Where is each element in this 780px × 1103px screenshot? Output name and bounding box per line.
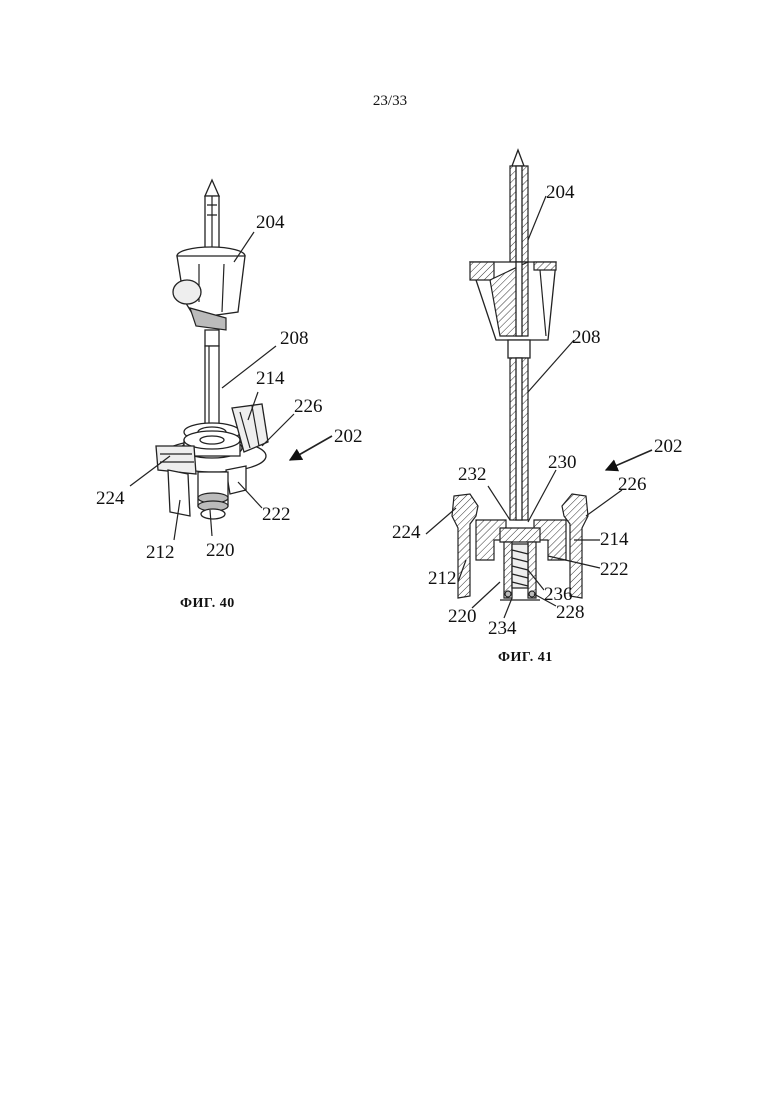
fig40-label-208: 208 <box>280 328 309 349</box>
fig41-label-220: 220 <box>448 606 477 627</box>
fig40-label-214: 214 <box>256 368 285 389</box>
fig41-spike-hub <box>470 262 556 340</box>
fig41-label-224: 224 <box>392 522 421 543</box>
fig40-label-224: 224 <box>96 488 125 509</box>
fig41-label-202: 202 <box>654 436 683 457</box>
fig41-label-208: 208 <box>572 327 601 348</box>
fig40-spike <box>205 180 219 248</box>
fig40-label-222: 222 <box>262 504 291 525</box>
fig41-label-228: 228 <box>556 602 585 623</box>
fig40-label-220: 220 <box>206 540 235 561</box>
fig40-connector <box>198 472 228 519</box>
fig41-tube <box>508 340 530 520</box>
fig41-label-226: 226 <box>618 474 647 495</box>
fig41-spike <box>510 150 528 262</box>
fig41-label-214: 214 <box>600 529 629 550</box>
fig41-label-232: 232 <box>458 464 487 485</box>
figure-40: 204 208 214 226 202 224 222 212 220 <box>96 180 363 563</box>
fig40-wing-224 <box>156 446 196 474</box>
fig41-label-222: 222 <box>600 559 629 580</box>
fig40-label-202: 202 <box>334 426 363 447</box>
fig41-label-230: 230 <box>548 452 577 473</box>
figure-40-caption: ФИГ. 40 <box>180 596 235 612</box>
fig40-label-226: 226 <box>294 396 323 417</box>
fig40-label-212: 212 <box>146 542 175 563</box>
fig41-label-234: 234 <box>488 618 517 639</box>
fig40-label-204: 204 <box>256 212 285 233</box>
fig41-label-204: 204 <box>546 182 575 203</box>
figure-41-caption: ФИГ. 41 <box>498 650 553 666</box>
fig40-tube <box>205 346 219 428</box>
figure-41: 204 208 202 232 230 226 224 214 212 222 … <box>392 150 683 639</box>
fig41-label-212: 212 <box>428 568 457 589</box>
